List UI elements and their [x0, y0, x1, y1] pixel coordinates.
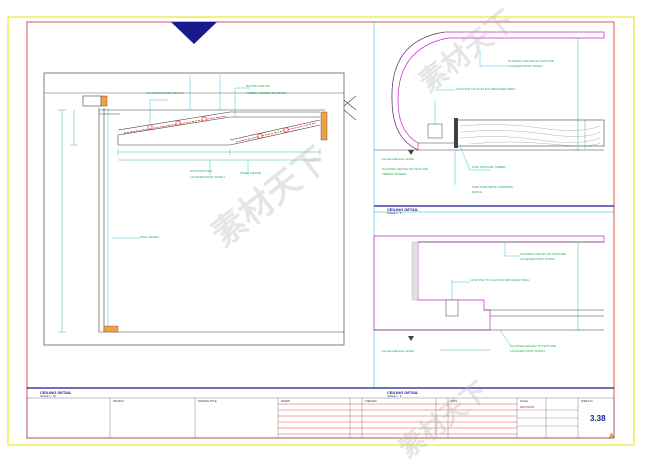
warning-icon [608, 432, 615, 439]
sheet-number: 3.38 [590, 414, 606, 423]
callout-label: WOOD BATTEN [190, 169, 213, 173]
tb-checked-label: CHECKED [365, 400, 377, 403]
callout-label: FINE FINE METAL TRIMMING [472, 185, 513, 189]
callout-label: STEEL FRAME [240, 171, 261, 175]
callout-label: LACQUER PAINT FINISH [510, 349, 545, 353]
tb-drawing-title-label: DRAWING TITLE [198, 400, 217, 403]
right-top-detail [374, 31, 605, 185]
detail-title: CEILING DETAIL [387, 390, 419, 395]
callout-label: DETAIL [472, 190, 483, 194]
callout-label: FINE TEXTURE TIMBER [472, 165, 506, 169]
tb-project-label: PROJECT [113, 400, 125, 403]
callout-label: PLASTER CEILING W/ TEXTURE [382, 167, 428, 171]
callout-label: FALSE CEILING LEVEL [382, 157, 415, 161]
callout-label: FALSE CEILING LEVEL [382, 349, 415, 353]
right-bottom-detail [373, 235, 605, 351]
outer-border [7, 16, 635, 446]
callout-label: BATTEN CEILING [246, 84, 271, 88]
callout-label: LACQUER PAINT FINISH [520, 257, 555, 261]
callout-label: TIMBER VENEER [382, 172, 407, 176]
detail-scale: SCALE 1 : 5 [387, 395, 402, 398]
detail-title: CEILING DETAIL [387, 207, 419, 212]
tb-drawn-label: DRAWN [281, 400, 290, 403]
callout-label: LIGHTING TO LIGHTING DESIGNER SPEC [456, 87, 516, 91]
tb-date-label: DATE [451, 400, 458, 403]
callout-label: PLASTER CEILING W/ TEXTURE [508, 59, 554, 63]
callout-label: TIMBER VENEER TO DETAIL [246, 91, 287, 95]
detail-scale: SCALE 1 : 5 [387, 212, 402, 215]
tb-scale-label: SCALE [520, 400, 528, 403]
callout-label: PLASTER BOARD CEILING [146, 91, 185, 95]
tb-sheet-label: SHEET No. [581, 400, 594, 403]
callout-label: LACQUER PAINT FINISH [190, 175, 225, 179]
callout-label: PLASTER CEILING W/ TEXTURE [520, 252, 566, 256]
detail-title: CEILING DETAIL [40, 390, 72, 395]
callout-label: LIGHTING TO LIGHTING DESIGNER SPEC [470, 278, 530, 282]
north-marker-icon [171, 22, 217, 44]
detail-scale: SCALE 1 : 10 [40, 395, 56, 398]
callout-label: PLASTER CEILING W/ TEXTURE [510, 344, 556, 348]
main-ceiling-section [43, 72, 357, 346]
callout-label: LACQUER PAINT FINISH [508, 64, 543, 68]
inner-border [26, 21, 615, 439]
callout-label: WALL FINISH [140, 235, 159, 239]
tb-revision: REVISION [520, 405, 535, 409]
